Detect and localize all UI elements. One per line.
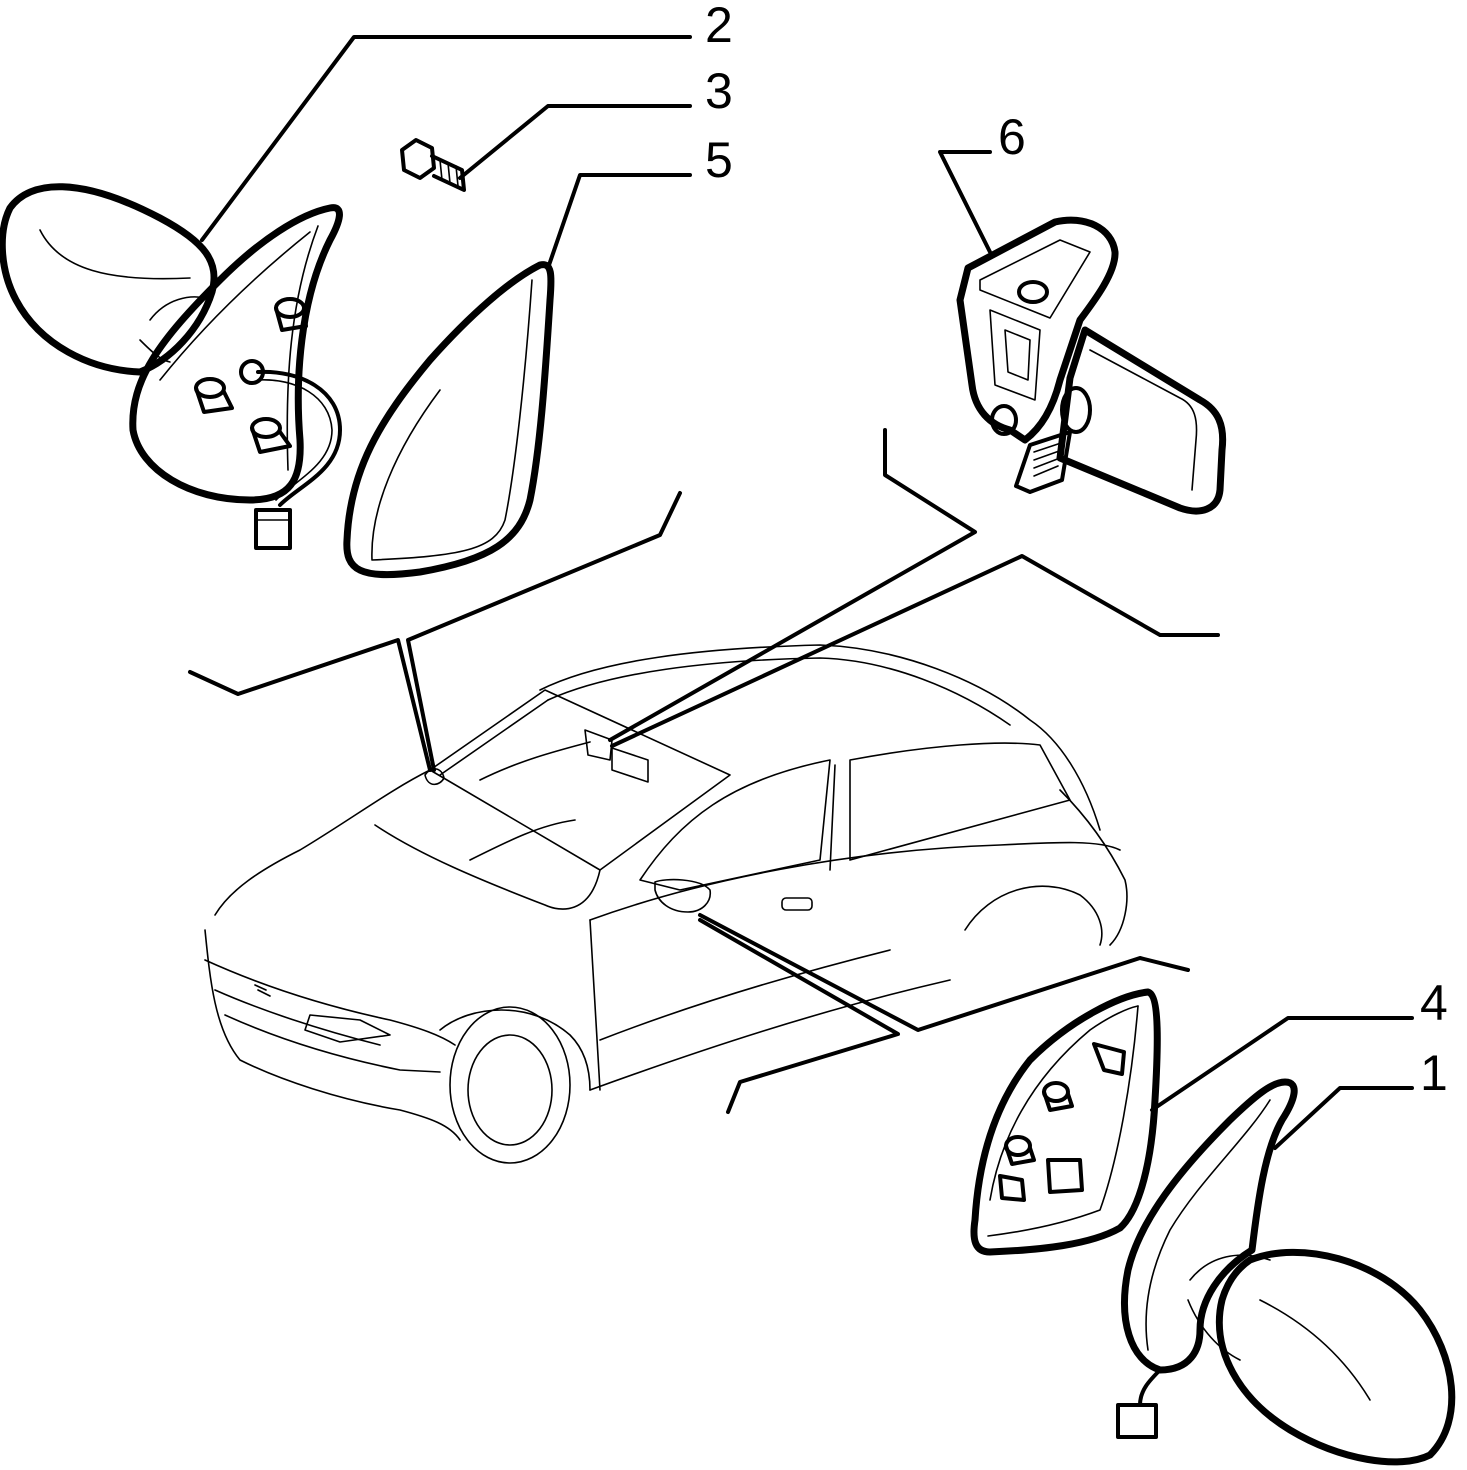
part-1-right-mirror-assembly bbox=[1116, 1078, 1456, 1466]
leader-lines bbox=[188, 35, 1414, 1150]
leader-interior-mirror-b bbox=[610, 554, 1220, 748]
leader-3 bbox=[458, 104, 692, 180]
callout-6: 6 bbox=[998, 109, 1026, 165]
part-6-interior-mirror bbox=[956, 216, 1227, 515]
part-2-left-mirror-assembly bbox=[0, 183, 343, 550]
connector bbox=[254, 508, 292, 550]
part-5-mirror-glass bbox=[343, 261, 555, 579]
leader-5 bbox=[546, 173, 692, 270]
leader-4 bbox=[1150, 1016, 1414, 1112]
callout-3: 3 bbox=[705, 63, 733, 119]
cable bbox=[256, 369, 342, 507]
leader-right-mirror-b bbox=[698, 918, 900, 1114]
callout-4: 4 bbox=[1420, 975, 1448, 1031]
callout-2: 2 bbox=[705, 0, 733, 53]
leader-right-mirror-a bbox=[698, 913, 1190, 1032]
part-3-screw bbox=[400, 138, 466, 192]
callout-5: 5 bbox=[705, 132, 733, 188]
stud-a bbox=[274, 297, 306, 319]
leader-left-mirror-b bbox=[406, 491, 682, 772]
car-outline bbox=[204, 644, 1128, 1164]
callout-1: 1 bbox=[1420, 1045, 1448, 1101]
leader-6 bbox=[938, 150, 992, 254]
leader-interior-mirror-a bbox=[608, 428, 977, 742]
part-4-right-mirror-cover bbox=[970, 988, 1161, 1256]
leader-left-mirror-a bbox=[188, 638, 432, 772]
leader-2 bbox=[200, 35, 692, 242]
leader-1 bbox=[1273, 1086, 1414, 1150]
